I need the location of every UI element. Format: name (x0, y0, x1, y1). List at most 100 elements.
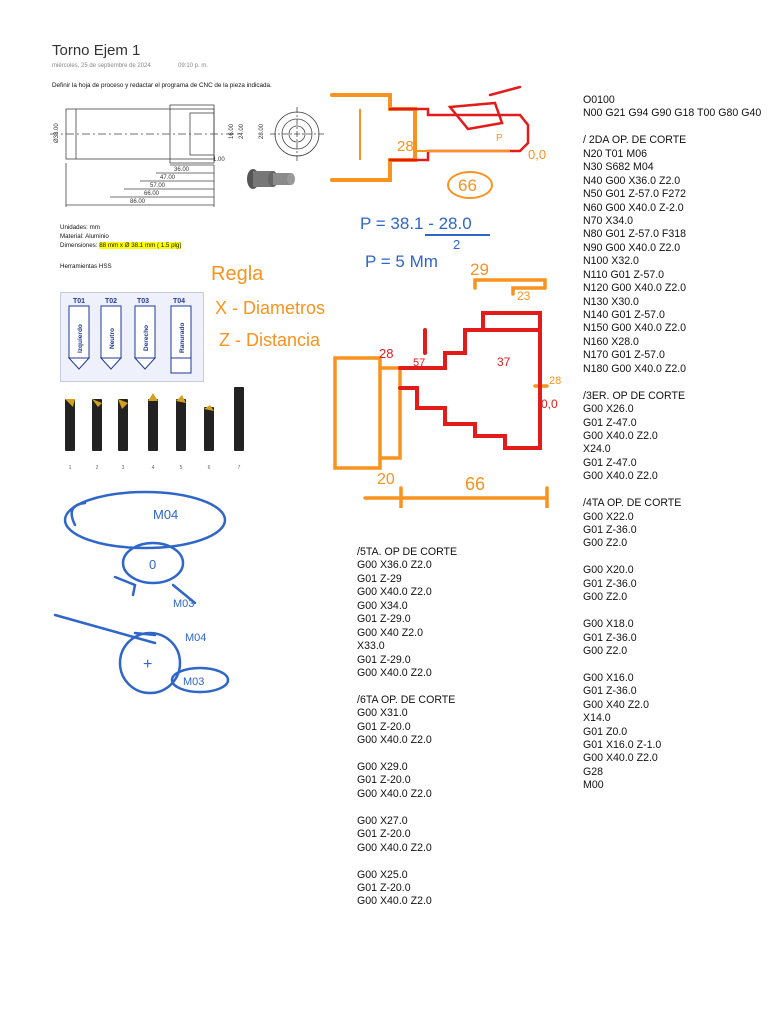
program-line: G00 X26.0 (583, 403, 634, 416)
lathe-tools-photo: 1 2 3 4 5 6 7 (65, 387, 244, 471)
program-line: G00 X40.0 Z2.0 (357, 734, 432, 747)
program-line: G00 X29.0 (357, 761, 408, 773)
part-drawing: Ø33.00 16.00 24.00 28.00 36.00 47.00 57.… (50, 104, 324, 207)
dim-diameter: Ø33.00 (54, 123, 60, 143)
program-line: G00 X20.0 (583, 564, 634, 577)
program-line: N100 X32.0 (583, 255, 639, 268)
program-blank-line (583, 605, 761, 618)
tool-code-t02: T02 (105, 298, 117, 305)
tool-code-t01: T01 (73, 298, 85, 305)
units-text: Unidades: mm (60, 224, 100, 231)
dim-chamfer: 1.00 (213, 157, 225, 163)
orange-dim-66-bottom: 66 (465, 474, 485, 494)
program-line: N60 G00 X40.0 Z-2.0 (583, 201, 684, 214)
dim-66: 66.00 (144, 191, 160, 197)
tool-photo-num-1: 1 (69, 465, 72, 471)
program-blank-line (583, 121, 761, 134)
program-line: G00 Z2.0 (583, 644, 628, 657)
orange-origin-top: 0,0 (528, 147, 546, 162)
program-line: G00 X18.0 (583, 618, 634, 631)
spindle-label-m04-top: M04 (153, 507, 178, 522)
orange-dim-23: 23 (517, 289, 531, 303)
tools-text: Herramientas HSS (60, 263, 112, 270)
program-blank-line (583, 376, 761, 389)
tool-photo-num-4: 4 (152, 465, 155, 471)
red-dim-28-right: 28 (549, 375, 561, 387)
spindle-center-bottom: + (143, 656, 152, 673)
program-line: G00 X34.0 (357, 599, 408, 612)
tool-name-izquierdo: Izquierdo (77, 324, 84, 353)
program-line: G00 X40.0 Z2.0 (357, 841, 432, 854)
orange-dim-29: 29 (470, 260, 489, 279)
program-line: X24.0 (583, 443, 611, 456)
program-line: G01 Z-29.0 (357, 613, 411, 626)
program-line: /5TA. OP DE CORTE (357, 546, 458, 558)
calc-line-1: P = 38.1 - 28.0 (360, 214, 472, 233)
program-line: G01 Z-47.0 (583, 456, 637, 469)
tool-name-derecho: Derecho (143, 325, 150, 351)
tool-name-neutro: Neutro (109, 328, 116, 349)
tool-photo-num-5: 5 (180, 465, 183, 471)
page-date: miércoles, 25 de septiembre de 2024 (52, 63, 151, 69)
program-line: G28 (583, 765, 604, 778)
program-line: N180 G00 X40.0 Z2.0 (583, 362, 687, 375)
program-line: N170 G01 Z-57.0 (583, 349, 665, 362)
axis-rule-notes: Regla X - Diametros Z - Distancia (211, 263, 325, 350)
program-line: G01 Z-20.0 (357, 828, 411, 841)
rule-z: Z - Distancia (219, 330, 321, 350)
program-line: G00 X22.0 (583, 510, 634, 523)
program-blank-line (357, 801, 457, 814)
page-title: Torno Ejem 1 (52, 42, 141, 59)
dim-86: 86.00 (130, 199, 146, 205)
tool-name-ranurado: Ranurado (179, 323, 186, 353)
program-line: O0100 (583, 94, 615, 106)
program-line: G00 X40.0 Z2.0 (583, 429, 658, 442)
spindle-label-m04-bottom: M04 (185, 632, 206, 644)
red-dim-57: 57 (413, 357, 425, 369)
program-line: N80 G01 Z-57.0 F318 (583, 228, 687, 241)
program-line: N120 G00 X40.0 Z2.0 (583, 282, 687, 295)
program-line: G00 X40.0 Z2.0 (357, 895, 432, 908)
spindle-center-top: 0 (149, 557, 156, 572)
program-line: N00 G21 G94 G90 G18 T00 G80 G40 (583, 107, 762, 120)
program-line: N150 G00 X40.0 Z2.0 (583, 322, 687, 335)
program-line: G00 X40.0 Z2.0 (583, 752, 658, 765)
spindle-rotation-sketch: M04 0 M03 M04 + M03 (53, 490, 230, 695)
program-line: /6TA OP. DE CORTE (357, 693, 456, 706)
program-line: /3ER. OP DE CORTE (583, 389, 686, 402)
material-text: Material: Aluminio (60, 233, 109, 240)
tool-code-t04: T04 (173, 298, 185, 305)
program-blank-line (357, 748, 457, 761)
calc-line-2: P = 5 Mm (365, 252, 438, 271)
red-origin: 0,0 (541, 397, 558, 411)
program-line: N40 G00 X36.0 Z2.0 (583, 174, 681, 187)
program-line: /4TA OP. DE CORTE (583, 497, 682, 510)
program-line: N30 S682 M04 (583, 161, 654, 174)
page-time: 09:10 p. m. (178, 63, 209, 69)
program-line: G00 X40.0 Z2.0 (583, 470, 658, 483)
tool-code-t03: T03 (137, 298, 149, 305)
program-line: G01 Z-29.0 (357, 653, 411, 666)
program-line: G00 X40 Z2.0 (357, 626, 423, 639)
program-line: G00 X40.0 Z2.0 (357, 586, 432, 599)
program-line: G01 Z-20.0 (357, 774, 411, 787)
program-line: G01 Z-36.0 (583, 685, 637, 698)
spindle-label-m03-bottom: M03 (183, 676, 204, 688)
program-line: N110 G01 Z-57.0 (583, 268, 665, 281)
program-line: G01 Z-36.0 (583, 631, 637, 644)
program-line: G00 Z2.0 (583, 537, 628, 550)
dim-36: 36.00 (174, 167, 190, 173)
orange-sketch-top: 28 66 0,0 P (330, 85, 546, 199)
program-line: G00 X40.0 Z2.0 (357, 666, 432, 679)
program-line: G00 X25.0 (357, 868, 408, 881)
program-line: G01 Z-36.0 (583, 577, 637, 590)
tool-photo-num-2: 2 (96, 465, 99, 471)
dimensions-label: Dimensiones: (60, 242, 100, 249)
dim-57: 57.00 (150, 183, 166, 189)
spindle-label-m03-top: M03 (173, 598, 194, 610)
tool-photo-num-6: 6 (208, 465, 211, 471)
program-line: G00 X40 Z2.0 (583, 698, 649, 711)
part-3d-render (247, 169, 295, 189)
